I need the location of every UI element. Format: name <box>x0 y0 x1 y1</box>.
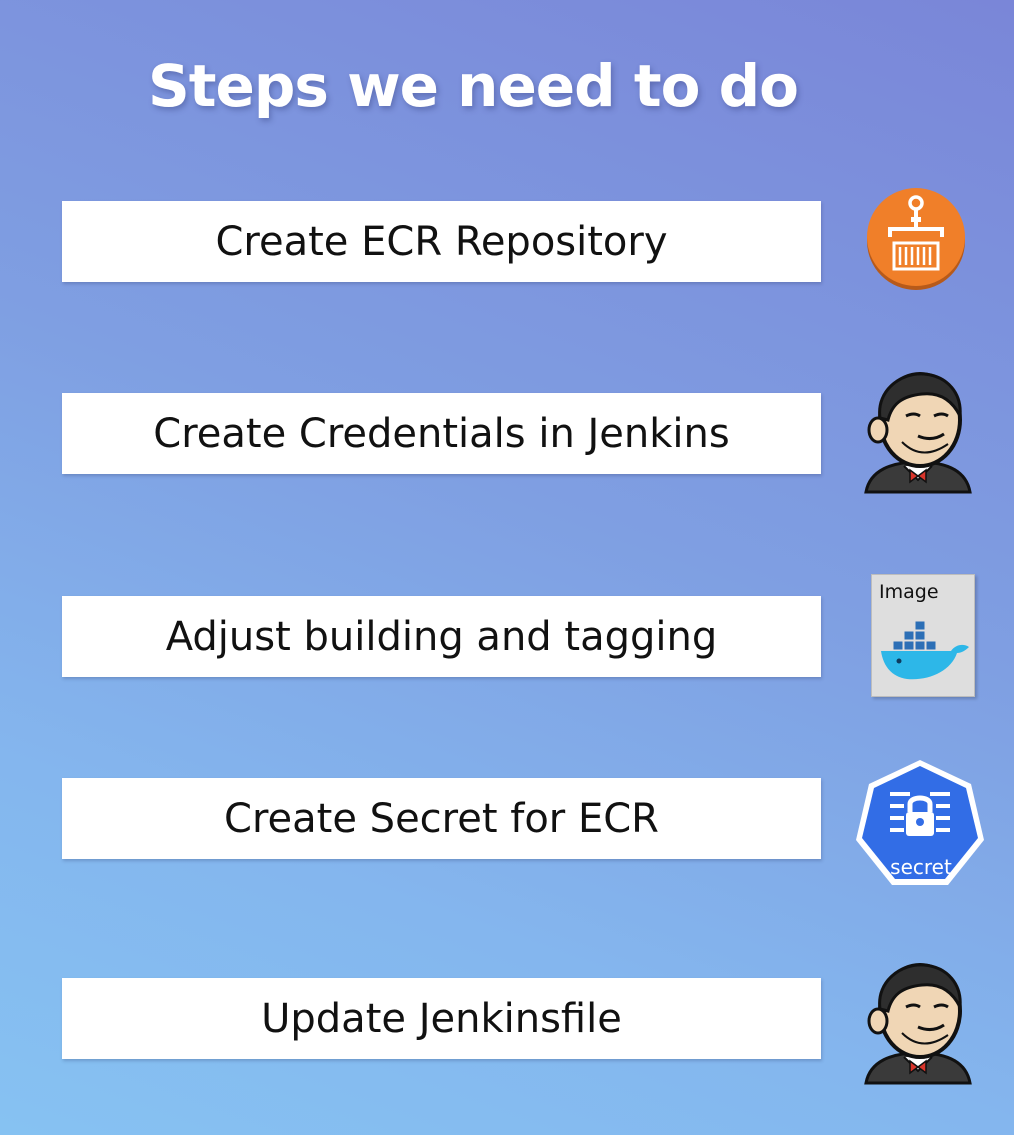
step-label: Adjust building and tagging <box>165 613 718 660</box>
docker-image-icon: Image <box>871 574 975 697</box>
page-title: Steps we need to do <box>148 52 799 120</box>
step-label: Update Jenkinsfile <box>261 995 622 1042</box>
jenkins-icon <box>862 961 974 1089</box>
jenkins-icon <box>862 370 974 498</box>
kubernetes-secret-icon: secret <box>854 758 986 894</box>
step-create-secret-for-ecr: Create Secret for ECR <box>62 778 821 859</box>
secret-icon-label: secret <box>890 855 952 879</box>
step-create-credentials-in-jenkins: Create Credentials in Jenkins <box>62 393 821 474</box>
ecr-repository-icon <box>866 187 968 295</box>
image-icon-label: Image <box>879 581 939 603</box>
step-label: Create ECR Repository <box>215 218 668 265</box>
step-update-jenkinsfile: Update Jenkinsfile <box>62 978 821 1059</box>
step-create-ecr-repository: Create ECR Repository <box>62 201 821 282</box>
step-label: Create Secret for ECR <box>224 795 659 842</box>
step-adjust-building-and-tagging: Adjust building and tagging <box>62 596 821 677</box>
step-label: Create Credentials in Jenkins <box>153 410 730 457</box>
